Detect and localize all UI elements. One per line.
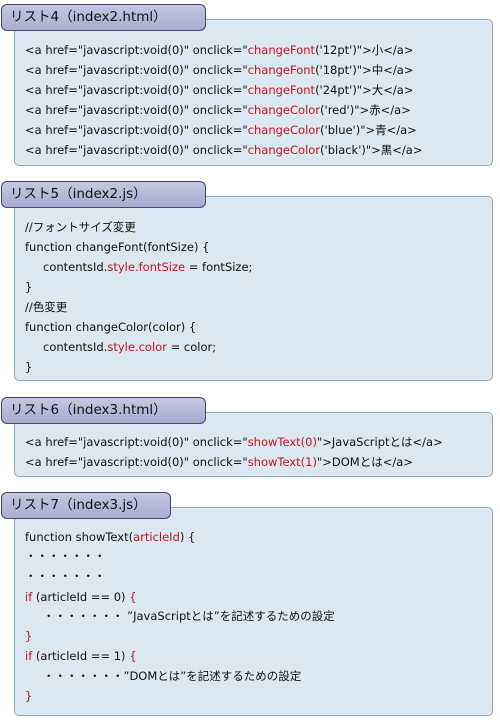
code-line: contentsId.style.fontSize = fontSize; [43,260,253,274]
listing-4-title: リスト4（index2.html） [10,9,167,25]
listing-7-code-panel: function showText(articleId) { ・・・・・・・ ・… [14,507,493,716]
code-line: <a href="javascript:void(0)" onclick="ch… [25,103,411,117]
listing-6-title-tab: リスト6（index3.html） [1,397,206,424]
listing-5-title: リスト5（index2.js） [10,186,147,202]
listing-7-title: リスト7（index3.js） [10,497,147,513]
listing-5-code-panel: //フォントサイズ変更 function changeFont(fontSize… [14,196,493,381]
code-line: //フォントサイズ変更 [25,220,136,234]
code-line: if (articleId == 1) { [25,649,137,663]
listing-7-title-tab: リスト7（index3.js） [1,492,171,519]
code-line: function changeFont(fontSize) { [25,240,210,254]
code-line: ・・・・・・・ [25,569,106,583]
listing-4: リスト4（index2.html） <a href="javascript:vo… [0,4,500,166]
code-line: } [25,360,33,374]
code-line: function showText(articleId) { [25,530,196,544]
code-line: <a href="javascript:void(0)" onclick="ch… [25,123,417,137]
listing-4-code-panel: <a href="javascript:void(0)" onclick="ch… [14,19,493,166]
code-line: } [25,689,33,703]
code-line: <a href="javascript:void(0)" onclick="ch… [25,43,414,57]
code-line: ・・・・・・・”DOMとは”を記述するための設定 [43,669,302,683]
code-line: function changeColor(color) { [25,320,197,334]
listing-6-title: リスト6（index3.html） [10,402,167,418]
code-line: //色変更 [25,300,68,314]
code-line: } [25,280,33,294]
listing-5-title-tab: リスト5（index2.js） [1,181,206,208]
listing-6-code-panel: <a href="javascript:void(0)" onclick="sh… [14,412,493,477]
code-line: if (articleId == 0) { [25,590,137,604]
code-line: ・・・・・・・ ”JavaScriptとは”を記述するための設定 [43,609,335,623]
listing-7: リスト7（index3.js） function showText(articl… [0,492,500,716]
code-line: ・・・・・・・ [25,549,106,563]
code-line: <a href="javascript:void(0)" onclick="ch… [25,143,423,157]
code-line: contentsId.style.color = color; [43,340,217,354]
code-line: <a href="javascript:void(0)" onclick="sh… [25,435,443,449]
listing-6: リスト6（index3.html） <a href="javascript:vo… [0,397,500,477]
listing-4-title-tab: リスト4（index2.html） [1,4,206,31]
code-line: } [25,629,33,643]
code-line: <a href="javascript:void(0)" onclick="ch… [25,83,414,97]
listing-5: リスト5（index2.js） //フォントサイズ変更 function cha… [0,181,500,381]
code-line: <a href="javascript:void(0)" onclick="sh… [25,455,413,469]
code-line: <a href="javascript:void(0)" onclick="ch… [25,63,414,77]
